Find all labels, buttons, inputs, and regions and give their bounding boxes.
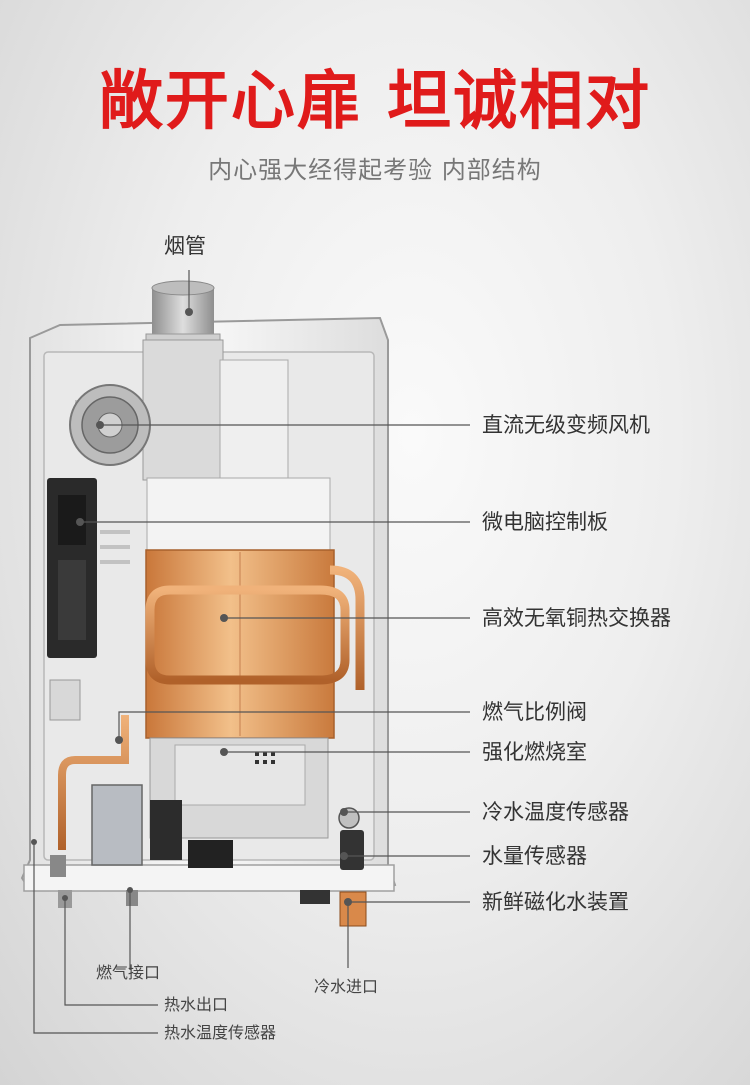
label-control-board: 微电脑控制板 xyxy=(482,510,608,534)
copper-pipes xyxy=(58,680,356,850)
page-subtitle: 内心强大经得起考验 内部结构 xyxy=(208,156,542,184)
flue-pipe xyxy=(145,280,221,345)
label-hot-water-outlet: 热水出口 xyxy=(164,995,229,1014)
water-fittings xyxy=(50,807,367,927)
label-hot-temp-sensor: 热水温度传感器 xyxy=(164,1023,277,1042)
label-heat-exchanger: 高效无氧铜热交换器 xyxy=(482,606,671,630)
label-water-flow-sensor: 水量传感器 xyxy=(482,844,587,868)
label-gas-inlet: 燃气接口 xyxy=(96,963,161,982)
page-title: 敞开心扉 坦诚相对 xyxy=(98,65,652,139)
leader-dots xyxy=(31,308,352,906)
exchanger-top-cover xyxy=(146,477,331,551)
gas-valve-block xyxy=(91,784,233,868)
label-gas-valve: 燃气比例阀 xyxy=(482,700,587,724)
label-fan: 直流无级变频风机 xyxy=(482,413,650,437)
leader-lines xyxy=(33,270,470,1034)
label-magnetizer: 新鲜磁化水装置 xyxy=(482,890,629,914)
label-cold-temp-sensor: 冷水温度传感器 xyxy=(482,800,629,824)
label-flue: 烟管 xyxy=(164,234,206,258)
label-combustion-chamber: 强化燃烧室 xyxy=(482,740,587,764)
control-board xyxy=(47,478,97,658)
label-cold-water-inlet: 冷水进口 xyxy=(314,977,379,996)
heat-exchanger xyxy=(145,549,365,739)
